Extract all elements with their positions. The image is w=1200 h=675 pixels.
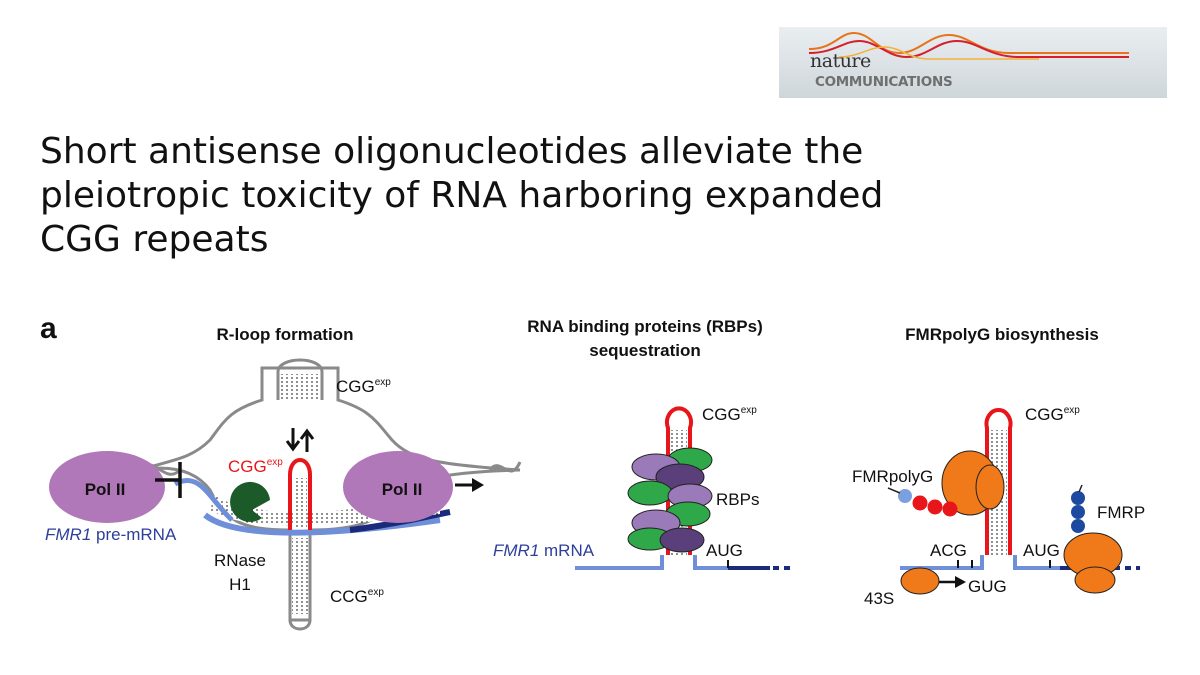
title-line-3: CGG repeats <box>40 219 269 260</box>
cgg-red-hairpin <box>288 458 312 530</box>
arrow-up-icon <box>299 428 315 452</box>
ccg-label: CCGexp <box>330 587 384 606</box>
stalled-ribosome-small <box>975 464 1005 510</box>
cgg-top-label: CGGexp <box>336 377 391 396</box>
arrow-right-icon <box>472 478 484 492</box>
panel2-heading-line2: sequestration <box>589 341 700 360</box>
panel-fmrpolyg-biosynthesis: FMRpolyG biosynthesis <box>852 325 1145 608</box>
ccg-pairs <box>292 538 308 614</box>
mrna-line <box>575 555 728 570</box>
rnase-label-line1: RNase <box>214 551 266 570</box>
fmrp-chain <box>1071 484 1085 533</box>
pol-ii-left-label: Pol II <box>85 480 126 499</box>
panel-letter: a <box>40 312 57 345</box>
pol-ii-left <box>49 451 165 523</box>
43s-subunit <box>900 567 940 595</box>
panel3-mrna-line <box>900 555 1060 570</box>
fmrpolyg-label: FMRpolyG <box>852 467 933 486</box>
dna-top-strand <box>139 366 521 472</box>
slide-title: Short antisense oligonucleotides allevia… <box>40 130 900 262</box>
gug-label: GUG <box>968 577 1007 596</box>
rnase-h1-shape <box>230 481 270 522</box>
panel1-heading: R-loop formation <box>217 325 354 344</box>
logo-communications-text: COMMUNICATIONS <box>815 74 953 90</box>
dna-right-twist <box>488 461 522 473</box>
panel-r-loop: R-loop formation Pol II Pol <box>45 325 522 631</box>
fmr1-mrna-label: FMR1 mRNA <box>493 541 595 560</box>
journal-logo <box>779 27 1167 98</box>
pre-mrna-label: FMR1 pre-mRNA <box>45 525 177 544</box>
rbp-cluster <box>627 447 713 553</box>
pre-mrna-strand <box>173 477 234 522</box>
rbps-label: RBPs <box>716 490 759 509</box>
43s-label: 43S <box>864 589 894 608</box>
ribosome-aug-small <box>1074 566 1116 594</box>
fmrpolyg-chain <box>887 487 958 517</box>
cgg-top-pairs <box>281 374 319 400</box>
panel3-heading: FMRpolyG biosynthesis <box>905 325 1099 344</box>
arrow-down-icon <box>285 428 301 452</box>
pol-ii-right <box>343 451 453 523</box>
acg-label: ACG <box>930 541 967 560</box>
panel2-cgg-hairpin <box>665 406 693 555</box>
panel2-cgg-label: CGGexp <box>702 405 757 424</box>
logo-nature-text: nature <box>810 50 871 72</box>
panel2-aug-label: AUG <box>706 541 743 560</box>
panel2-heading-line1: RNA binding proteins (RBPs) <box>527 317 762 336</box>
fmrp-label: FMRP <box>1097 503 1145 522</box>
logo-wave-graphic <box>808 31 1129 60</box>
cgg-top-hairpin <box>276 358 324 400</box>
rnase-label-line2: H1 <box>229 575 251 594</box>
pol-ii-right-label: Pol II <box>382 480 423 499</box>
panel3-aug-label: AUG <box>1023 541 1060 560</box>
block-bar-icon <box>155 462 182 498</box>
title-line-1: Short antisense oligonucleotides allevia… <box>40 131 864 172</box>
title-line-2: pleiotropic toxicity of RNA harboring ex… <box>40 175 884 216</box>
panel-rbp-sequestration: RNA binding proteins (RBPs) sequestratio… <box>493 317 795 570</box>
panel3-cgg-hairpin <box>984 408 1013 555</box>
scan-arrow-icon <box>955 576 966 588</box>
cgg-red-label: CGGexp <box>228 457 283 476</box>
panel3-cgg-label: CGGexp <box>1025 405 1080 424</box>
